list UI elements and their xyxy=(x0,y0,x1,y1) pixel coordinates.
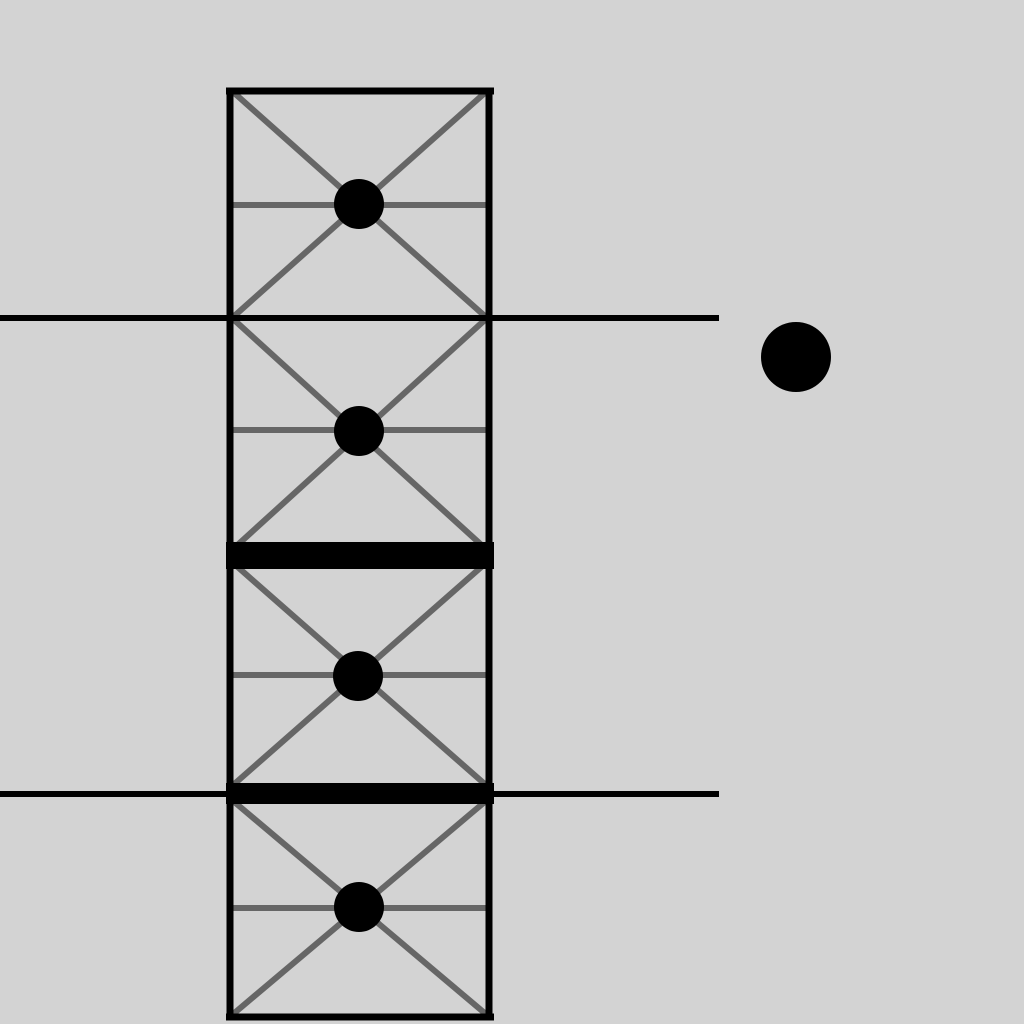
segment-token[interactable] xyxy=(334,406,384,456)
tower-segment-2 xyxy=(229,315,490,553)
segment-token[interactable] xyxy=(333,651,383,701)
tower-segment-3 xyxy=(230,559,489,789)
lane-lines xyxy=(0,315,719,797)
tower-segment-1 xyxy=(230,88,489,321)
tower-thick-divider xyxy=(226,783,494,804)
tower-segment-4 xyxy=(230,797,489,1018)
tower-frame xyxy=(226,87,494,1021)
tower-thick-divider xyxy=(226,542,494,569)
player-dot-icon[interactable] xyxy=(761,322,831,392)
segment-token[interactable] xyxy=(334,882,384,932)
segment-token[interactable] xyxy=(334,179,384,229)
